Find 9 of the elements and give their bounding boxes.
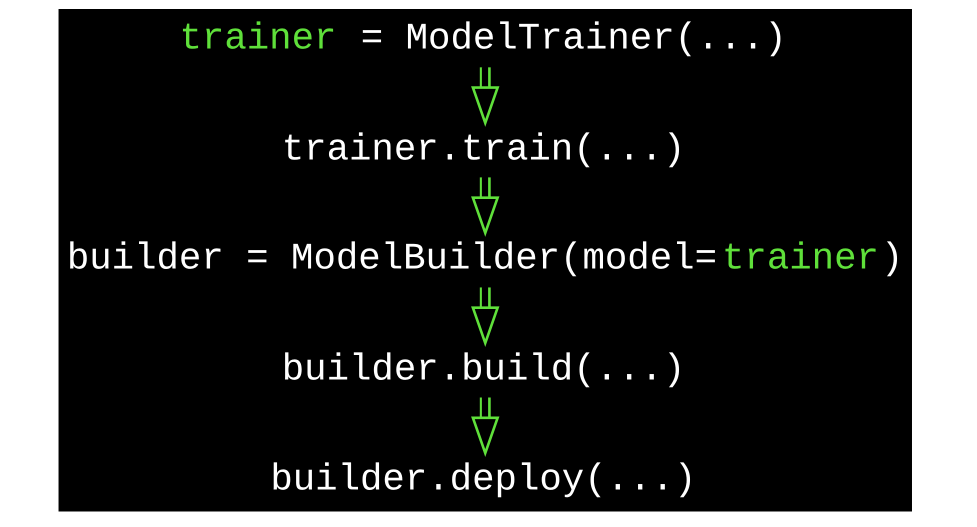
node-text: builder.build(...) [281, 348, 685, 391]
node-text: builder = ModelBuilder(model=trainer) [66, 238, 903, 280]
node-text: trainer.train(...) [281, 128, 685, 171]
arrow [470, 397, 499, 456]
node-text: builder.deploy(...) [270, 459, 696, 502]
arrow [470, 286, 499, 346]
arrow [470, 176, 499, 236]
node-text: trainer = ModelTrainer(...) [178, 18, 786, 60]
arrow [470, 66, 499, 126]
